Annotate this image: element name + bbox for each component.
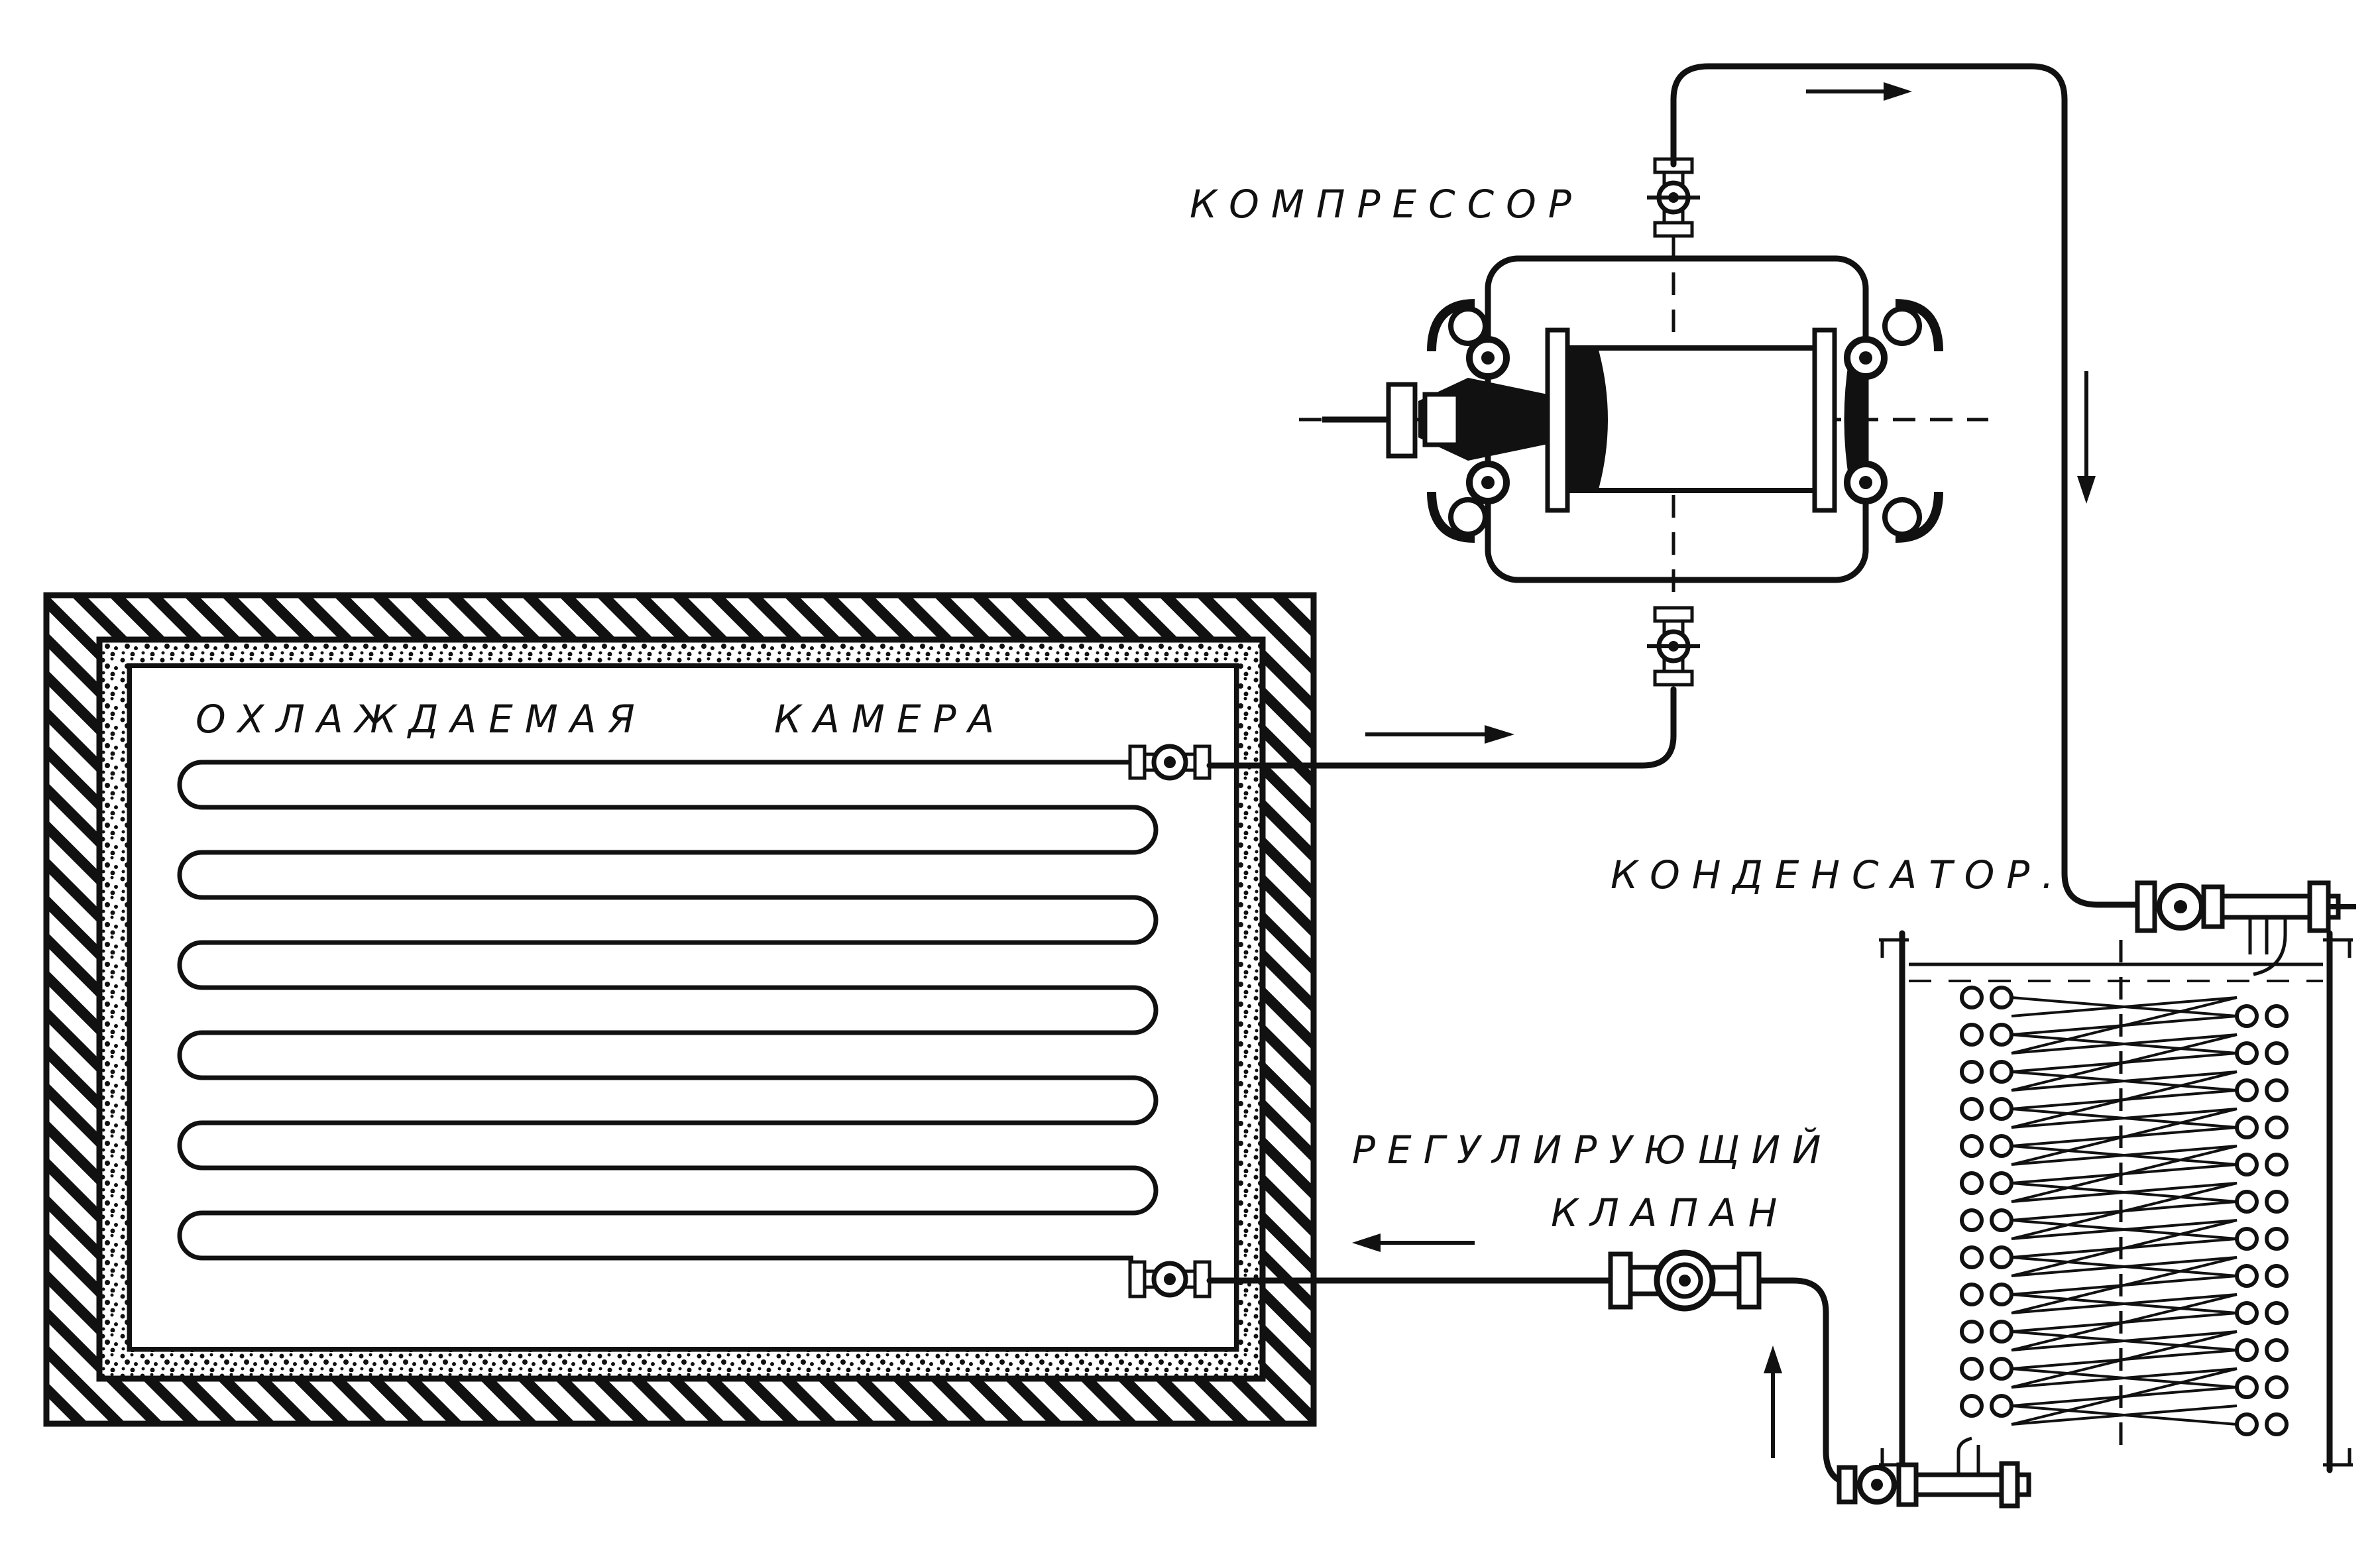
compressor: КОМПРЕССОР <box>1190 157 1988 687</box>
tube-end <box>2235 1078 2259 1102</box>
tube-end <box>2265 1375 2289 1399</box>
condenser-label: КОНДЕНСАТОР. <box>1611 852 2066 897</box>
regulating-valve-label-1: РЕГУЛИРУЮЩИЙ <box>1352 1127 1833 1173</box>
piston-right <box>1844 358 1868 481</box>
tube-end <box>2265 1041 2289 1065</box>
tube-end <box>1990 1097 2013 1121</box>
tube-end <box>2235 1375 2259 1399</box>
tube-end <box>2235 1301 2259 1325</box>
tube-end <box>1960 1097 1984 1121</box>
arrow-down-icon <box>2077 371 2096 504</box>
tube-end <box>1990 1394 2013 1418</box>
tube-end <box>1990 1357 2013 1381</box>
tube-end <box>2265 1004 2289 1028</box>
piston-left <box>1564 350 1608 489</box>
tube-end <box>2235 1338 2259 1362</box>
suction-pipe <box>1206 686 1677 769</box>
tube-end <box>1990 1060 2013 1084</box>
chamber-label: ОХЛАЖДАЕМАЯ <box>196 697 647 742</box>
tube-end <box>1960 1060 1984 1084</box>
tube-end <box>2235 1004 2259 1028</box>
chamber-label-2: КАМЕРА <box>774 697 1006 742</box>
coil-zigzag <box>2011 996 2238 1426</box>
tube-end <box>2235 1190 2259 1214</box>
arrow-right-icon <box>1806 82 1912 101</box>
valve-icon <box>1844 461 1943 543</box>
chamber-outlet-valve <box>1128 744 1212 781</box>
tube-end <box>1990 1171 2013 1195</box>
tube-end <box>2265 1264 2289 1288</box>
flow-arrows <box>1352 82 2096 1458</box>
tube-end <box>1960 1283 1984 1306</box>
valve-icon <box>1427 461 1510 543</box>
compressor-top-valve <box>1647 157 1700 238</box>
condenser-coil <box>1960 986 2289 1436</box>
tube-end <box>2235 1227 2259 1251</box>
regulating-valve-label-2: КЛАПАН <box>1551 1190 1789 1235</box>
arrow-right-icon <box>1365 725 1514 744</box>
tube-end <box>1960 986 1984 1009</box>
chamber-interior <box>128 664 1238 1351</box>
tube-end <box>1990 1023 2013 1047</box>
valve-icon <box>1844 299 1943 380</box>
discharge-pipe <box>1670 63 2156 908</box>
condenser: КОНДЕНСАТОР. <box>1611 852 2356 1509</box>
tube-end <box>2265 1227 2289 1251</box>
tube-end <box>2265 1301 2289 1325</box>
tube-end <box>1990 1208 2013 1232</box>
tube-end <box>1960 1320 1984 1344</box>
tube-end <box>1960 1134 1984 1158</box>
tube-end <box>2235 1153 2259 1176</box>
compressor-label: КОМПРЕССОР <box>1190 182 1583 227</box>
valve-icon <box>1427 299 1510 380</box>
tube-end <box>1990 1245 2013 1269</box>
tube-end <box>1960 1357 1984 1381</box>
tube-end <box>2265 1190 2289 1214</box>
arrow-left-icon <box>1352 1233 1475 1252</box>
condenser-tank <box>1899 930 2333 1473</box>
tube-end <box>2265 1412 2289 1436</box>
tube-end <box>2265 1338 2289 1362</box>
liquid-pipe-lower <box>1750 1277 1862 1488</box>
cold-chamber: ОХЛАЖДАЕМАЯ КАМЕРА <box>43 592 1317 1427</box>
tube-end <box>2265 1116 2289 1139</box>
evaporator-coil <box>177 760 1159 1261</box>
tube-end <box>1990 1320 2013 1344</box>
tube-end <box>1990 986 2013 1009</box>
tube-end <box>2265 1078 2289 1102</box>
tube-end <box>1960 1023 1984 1047</box>
tube-end <box>1960 1208 1984 1232</box>
tube-end <box>1990 1283 2013 1306</box>
compressor-bottom-valve <box>1647 606 1700 687</box>
tube-end <box>2235 1264 2259 1288</box>
tube-end <box>2235 1116 2259 1139</box>
tube-end <box>1960 1171 1984 1195</box>
tube-end <box>2235 1041 2259 1065</box>
tube-end <box>1960 1394 1984 1418</box>
condenser-outlet-valve <box>1837 1461 2031 1509</box>
condenser-inlet-valve <box>2135 880 2341 933</box>
tube-end <box>2235 1412 2259 1436</box>
tube-end <box>1990 1134 2013 1158</box>
arrow-up-icon <box>1764 1346 1782 1458</box>
coil-pipe <box>177 760 1159 1261</box>
regulating-valve: РЕГУЛИРУЮЩИЙ КЛАПАН <box>1352 1127 1833 1312</box>
tube-end <box>1960 1245 1984 1269</box>
tube-end <box>2265 1153 2289 1176</box>
